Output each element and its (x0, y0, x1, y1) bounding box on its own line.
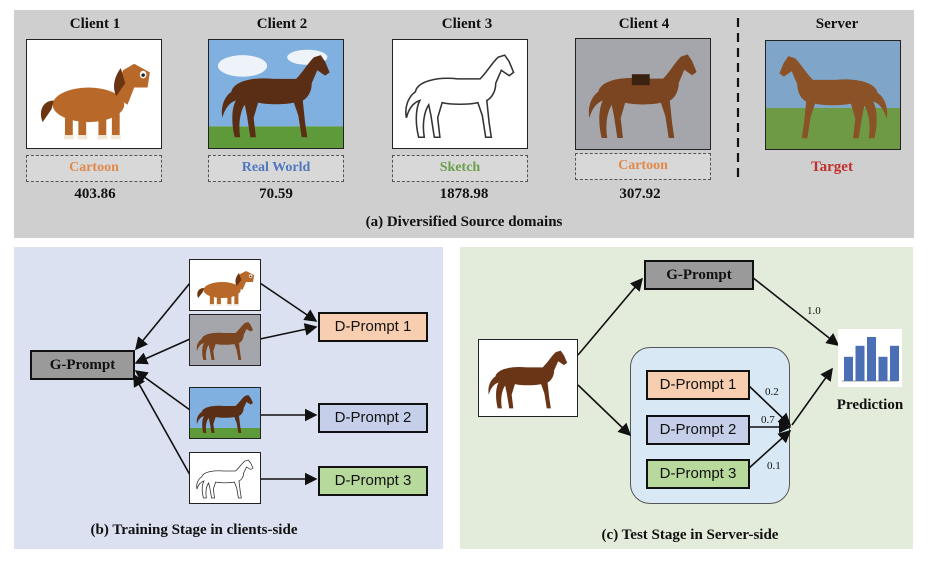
client-1-title: Client 1 (69, 16, 121, 32)
client-3-title: Client 3 (441, 16, 493, 32)
panel-a-source-domains: Client 1 Client 2 Client 3 Client 4 Serv… (14, 10, 914, 238)
prediction-bar-3 (867, 337, 876, 381)
train-real-horse-image (189, 387, 261, 439)
d-prompt-1-weight: 0.2 (765, 386, 779, 398)
server-title: Server (815, 16, 859, 32)
client-1-domain-label: Cartoon (26, 155, 162, 182)
d-prompt-1-box-train: D-Prompt 1 (318, 312, 428, 342)
client-4-title: Client 4 (618, 16, 670, 32)
client-4-value: 307.92 (619, 186, 661, 202)
server-target-painting-image (765, 40, 901, 150)
prediction-bar-1 (844, 356, 853, 381)
train-cartoon-horse-image (189, 259, 261, 311)
prediction-bar-5 (890, 345, 899, 381)
panel-b-training-stage: G-Prompt D-Prompt 1 D-Prompt 2 D-Prompt … (14, 247, 443, 549)
client-2-real-horse-image (208, 39, 344, 149)
client-1-value: 403.86 (74, 186, 116, 202)
prediction-label: Prediction (836, 397, 904, 413)
panel-c-test-stage: G-Prompt 1.0 D-Prompt 1 D-Prompt 2 D-Pro… (460, 247, 913, 549)
g-prompt-weight: 1.0 (807, 305, 821, 317)
server-separator-line (736, 18, 740, 182)
panel-c-arrows (577, 276, 840, 470)
d-prompt-2-box-test: D-Prompt 2 (646, 415, 750, 445)
prediction-chart (838, 329, 902, 387)
client-4-domain-label: Cartoon (575, 153, 711, 180)
g-prompt-box-test: G-Prompt (644, 260, 754, 290)
prediction-bar-2 (855, 345, 865, 381)
d-prompt-3-weight: 0.1 (767, 460, 781, 472)
panel-c-caption: (c) Test Stage in Server-side (601, 527, 779, 543)
client-2-title: Client 2 (256, 16, 308, 32)
g-prompt-box-train: G-Prompt (30, 350, 135, 380)
test-input-horse-image (478, 339, 578, 417)
server-target-label: Target (811, 159, 853, 175)
client-4-3d-horse-image (575, 38, 711, 150)
d-prompt-1-box-test: D-Prompt 1 (646, 370, 750, 400)
panel-b-arrows (133, 282, 318, 486)
client-1-cartoon-horse-image (26, 39, 162, 149)
client-2-domain-label: Real World (208, 155, 344, 182)
client-3-sketch-horse-image (392, 39, 528, 149)
client-3-value: 1878.98 (439, 186, 489, 202)
d-prompt-2-box-train: D-Prompt 2 (318, 403, 428, 433)
panel-a-caption: (a) Diversified Source domains (365, 214, 563, 230)
d-prompt-3-box-test: D-Prompt 3 (646, 459, 750, 489)
client-3-domain-label: Sketch (392, 155, 528, 182)
client-2-value: 70.59 (259, 186, 293, 202)
panel-b-caption: (b) Training Stage in clients-side (90, 522, 298, 538)
train-sketch-horse-image (189, 452, 261, 504)
train-3d-horse-image (189, 314, 261, 366)
d-prompt-2-weight: 0.7 (761, 414, 775, 426)
d-prompt-3-box-train: D-Prompt 3 (318, 466, 428, 496)
prediction-bar-4 (878, 356, 888, 381)
